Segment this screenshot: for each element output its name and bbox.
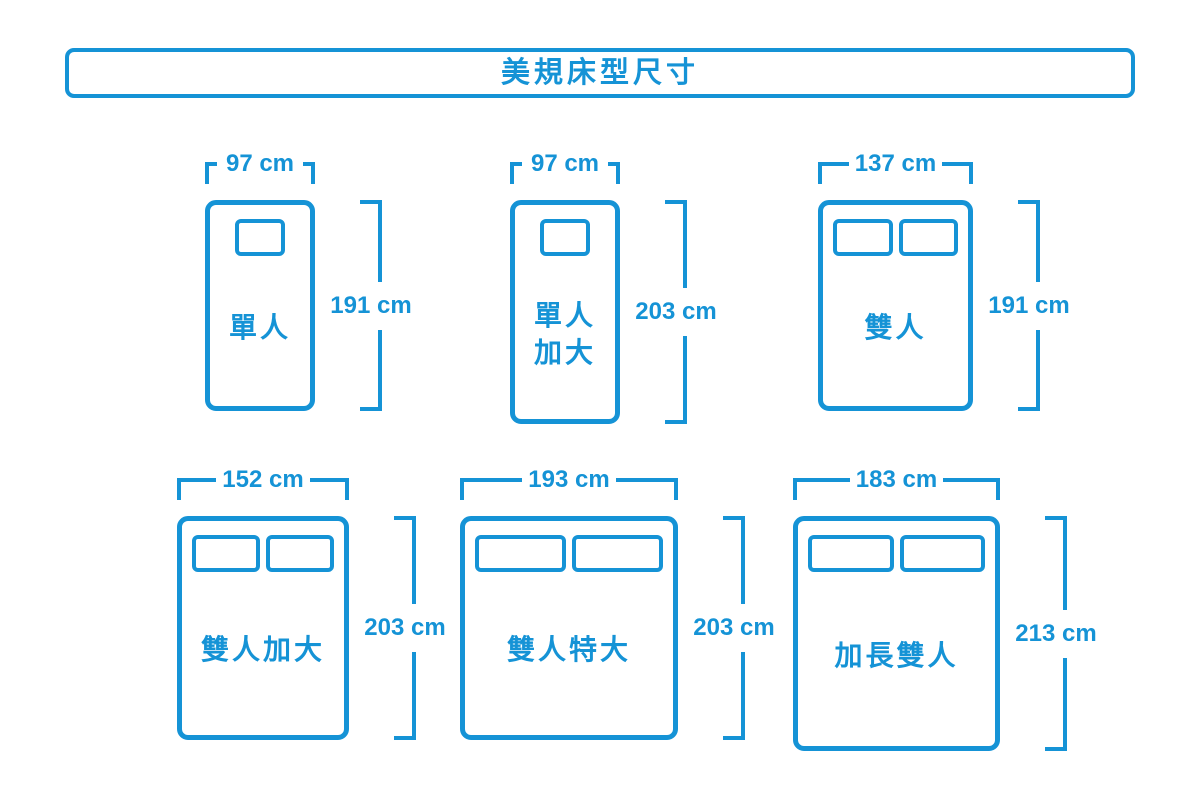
bracket-corner-bottom-icon xyxy=(723,652,745,740)
bed-figure-double: 137 cm 雙人 191 cm xyxy=(818,152,1077,411)
width-dimension-twin-xl: 97 cm xyxy=(510,152,620,188)
bracket-corner-right-icon xyxy=(666,478,678,500)
height-label: 203 cm xyxy=(693,614,775,641)
bracket-line xyxy=(309,478,337,482)
bracket-corner-left-icon xyxy=(510,162,522,184)
width-label: 97 cm xyxy=(225,150,295,177)
bracket-line xyxy=(943,478,988,482)
bed-name-label: 雙人 xyxy=(823,256,968,406)
height-dimension-queen: 203 cm xyxy=(357,516,453,740)
bed-outline-twin-xl: 單人加大 xyxy=(510,200,620,424)
bed-name-label: 雙人特大 xyxy=(465,572,673,735)
bracket-corner-left-icon xyxy=(177,478,189,500)
height-label: 191 cm xyxy=(988,291,1070,319)
width-label: 137 cm xyxy=(854,150,937,177)
height-label: 203 cm xyxy=(364,614,446,641)
bed-figure-cal-king: 183 cm 加長雙人 213 cm xyxy=(793,468,1104,751)
pillow-icon xyxy=(898,219,958,256)
pillow-row xyxy=(808,535,985,572)
bracket-corner-bottom-icon xyxy=(394,652,416,740)
bracket-line xyxy=(805,478,850,482)
bracket-corner-bottom-icon xyxy=(665,336,687,424)
width-label: 152 cm xyxy=(222,466,304,493)
width-dimension-king: 193 cm xyxy=(460,468,678,504)
bed-outline-queen: 雙人加大 xyxy=(177,516,349,740)
pillow-icon xyxy=(235,219,285,256)
pillow-row xyxy=(525,219,605,256)
bracket-corner-top-icon xyxy=(1045,516,1067,610)
height-dimension-king: 203 cm xyxy=(686,516,782,740)
bracket-line xyxy=(830,162,849,166)
bed-name-label: 雙人加大 xyxy=(182,572,344,735)
bracket-corner-bottom-icon xyxy=(1018,329,1040,411)
bed-outline-cal-king: 加長雙人 xyxy=(793,516,1000,751)
bracket-corner-left-icon xyxy=(793,478,805,500)
pillow-icon xyxy=(572,535,663,572)
bracket-corner-right-icon xyxy=(303,162,315,184)
height-dimension-cal-king: 213 cm xyxy=(1008,516,1104,751)
pillow-row xyxy=(192,535,334,572)
bed-outline-double: 雙人 xyxy=(818,200,973,411)
bracket-corner-top-icon xyxy=(394,516,416,604)
pillow-icon xyxy=(833,219,893,256)
pillow-icon xyxy=(899,535,985,572)
height-dimension-single: 191 cm xyxy=(323,200,419,411)
bed-figure-queen: 152 cm 雙人加大 203 cm xyxy=(177,468,453,740)
bed-figure-twin-xl: 97 cm 單人加大 203 cm xyxy=(510,152,724,424)
bed-name-line: 單人 xyxy=(228,311,291,343)
title-box: 美規床型尺寸 xyxy=(65,48,1135,98)
height-dimension-twin-xl: 203 cm xyxy=(628,200,724,424)
bracket-corner-right-icon xyxy=(961,162,973,184)
pillow-row xyxy=(220,219,300,256)
bed-name-line: 單人 xyxy=(533,300,596,332)
bed-figure-king: 193 cm 雙人特大 203 cm xyxy=(460,468,782,740)
bed-name-line: 加長雙人 xyxy=(834,639,959,671)
bracket-corner-bottom-icon xyxy=(1045,657,1067,751)
bracket-corner-left-icon xyxy=(460,478,472,500)
bracket-corner-left-icon xyxy=(818,162,830,184)
bed-outline-king: 雙人特大 xyxy=(460,516,678,740)
width-dimension-double: 137 cm xyxy=(818,152,973,188)
bracket-line xyxy=(189,478,217,482)
bracket-corner-right-icon xyxy=(337,478,349,500)
width-label: 193 cm xyxy=(528,466,610,493)
bracket-corner-top-icon xyxy=(665,200,687,288)
bracket-corner-right-icon xyxy=(608,162,620,184)
pillow-icon xyxy=(192,535,260,572)
bed-name-line: 雙人加大 xyxy=(200,634,325,666)
bed-name-line: 雙人特大 xyxy=(506,634,631,666)
bed-name-label: 單人 xyxy=(210,256,310,406)
bracket-corner-bottom-icon xyxy=(360,329,382,411)
bracket-corner-top-icon xyxy=(360,200,382,282)
pillow-row xyxy=(475,535,663,572)
bracket-corner-right-icon xyxy=(988,478,1000,500)
bed-figure-single: 97 cm 單人 191 cm xyxy=(205,152,419,411)
bracket-line xyxy=(615,478,666,482)
width-label: 97 cm xyxy=(530,150,600,177)
bracket-line xyxy=(472,478,523,482)
width-dimension-cal-king: 183 cm xyxy=(793,468,1000,504)
height-dimension-double: 191 cm xyxy=(981,200,1077,411)
pillow-icon xyxy=(475,535,566,572)
pillow-row xyxy=(833,219,958,256)
bed-name-line: 加大 xyxy=(533,336,596,368)
bracket-corner-left-icon xyxy=(205,162,217,184)
pillow-icon xyxy=(540,219,590,256)
bed-name-label: 加長雙人 xyxy=(798,572,995,746)
width-dimension-single: 97 cm xyxy=(205,152,315,188)
height-label: 213 cm xyxy=(1015,619,1097,647)
bracket-line xyxy=(942,162,961,166)
height-label: 191 cm xyxy=(330,291,412,319)
height-label: 203 cm xyxy=(635,298,717,325)
bracket-corner-top-icon xyxy=(723,516,745,604)
pillow-icon xyxy=(808,535,894,572)
page-title: 美規床型尺寸 xyxy=(500,56,699,89)
bracket-corner-top-icon xyxy=(1018,200,1040,282)
bed-name-line: 雙人 xyxy=(864,311,927,343)
bed-name-label: 單人加大 xyxy=(515,256,615,419)
bed-outline-single: 單人 xyxy=(205,200,315,411)
pillow-icon xyxy=(266,535,334,572)
width-label: 183 cm xyxy=(855,466,938,493)
width-dimension-queen: 152 cm xyxy=(177,468,349,504)
